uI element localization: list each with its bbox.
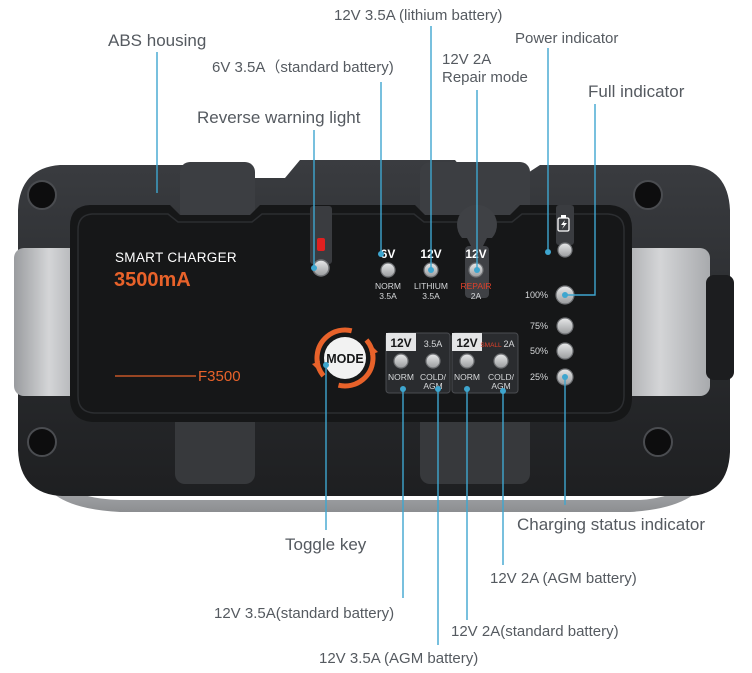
mode-button-label: MODE <box>326 352 364 366</box>
box2-small: SMALL <box>480 342 502 349</box>
bottom-bump-left <box>175 408 255 484</box>
reverse-warning-light <box>317 238 325 251</box>
box2-volt: 12V <box>456 336 477 350</box>
indicator-6v <box>380 262 396 278</box>
screw-hole-bl <box>27 427 57 457</box>
power-indicator-button <box>557 242 573 258</box>
panel-frame <box>77 213 625 414</box>
box2-amp: 2A <box>503 339 514 349</box>
box2-agm: AGM <box>491 381 510 391</box>
callout-abs-housing: ABS housing <box>108 31 207 50</box>
callout-repair-line2: Repair mode <box>442 69 528 86</box>
label-norm: NORM <box>375 281 401 291</box>
indicator-75 <box>556 317 574 335</box>
screw-hole-tl <box>27 180 57 210</box>
box2-norm: NORM <box>454 372 480 382</box>
box1-volt: 12V <box>390 336 411 350</box>
callout-power-indicator: Power indicator <box>515 30 619 47</box>
screw-hole-tr <box>633 180 663 210</box>
label-6v: 6V <box>381 247 396 261</box>
callout-standard-6v: 6V 3.5A（standard battery) <box>212 59 394 76</box>
callout-charging-status: Charging status indicator <box>517 515 706 534</box>
callout-toggle-key: Toggle key <box>285 535 367 554</box>
top-bump-left <box>180 162 255 222</box>
label-75: 75% <box>530 321 548 331</box>
base-rim <box>40 440 712 512</box>
label-25: 25% <box>530 372 548 382</box>
callout-agm-2a: 12V 2A (AGM battery) <box>490 570 637 587</box>
mode-button[interactable]: MODE <box>306 319 385 398</box>
indicator-50 <box>556 342 574 360</box>
leader-full <box>565 104 596 296</box>
callout-agm-3-5a: 12V 3.5A (AGM battery) <box>319 650 479 667</box>
leader-dots <box>311 249 568 394</box>
box2-cold: COLD/ <box>488 372 515 382</box>
label-norm-amp: 3.5A <box>379 291 397 301</box>
side-cap-left <box>14 248 84 396</box>
model-name: F3500 <box>198 368 241 385</box>
leader-lines <box>156 26 596 645</box>
callout-standard-2a: 12V 2A(standard battery) <box>451 623 619 640</box>
label-lithium-amp: 3.5A <box>422 291 440 301</box>
indicator-box2-norm <box>459 353 475 369</box>
top-bump-right <box>420 162 530 222</box>
label-repair: REPAIR <box>460 281 491 291</box>
callout-reverse-warning: Reverse warning light <box>197 108 361 127</box>
box1-amp: 3.5A <box>424 339 443 349</box>
indicator-box1-agm <box>425 353 441 369</box>
callout-lithium-battery: 12V 3.5A (lithium battery) <box>334 7 503 24</box>
label-lithium: LITHIUM <box>414 281 448 291</box>
reverse-warning-track <box>310 206 332 264</box>
cable-stub <box>706 275 734 380</box>
box1-cold: COLD/ <box>420 372 447 382</box>
label-12v-repair: 12V <box>465 247 486 261</box>
label-repair-amp: 2A <box>471 291 482 301</box>
mode-box-2a-tab <box>452 333 482 351</box>
callout-standard-3-5a: 12V 3.5A(standard battery) <box>214 605 395 622</box>
label-100: 100% <box>525 290 548 300</box>
indicator-box2-agm <box>493 353 509 369</box>
indicator-box1-norm <box>393 353 409 369</box>
callout-repair-line1: 12V 2A <box>442 51 492 68</box>
box1-norm: NORM <box>388 372 414 382</box>
brand-line: SMART CHARGER <box>115 250 237 265</box>
label-50: 50% <box>530 346 548 356</box>
battery-icon <box>557 215 570 232</box>
callout-full-indicator: Full indicator <box>588 82 685 101</box>
current-rating: 3500mA <box>114 269 191 291</box>
side-cap-right <box>610 248 710 396</box>
mode-box-3-5a-tab <box>386 333 416 351</box>
screw-hole-br <box>643 427 673 457</box>
box1-agm: AGM <box>423 381 442 391</box>
